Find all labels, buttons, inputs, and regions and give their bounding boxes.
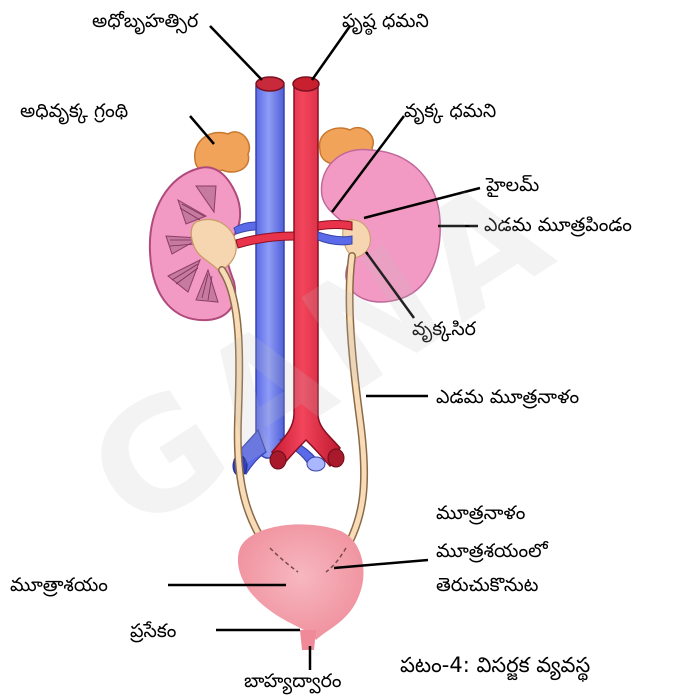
label-urethral-opening: బాహ్యద్వారం bbox=[244, 670, 341, 692]
label-left-kidney: ఎడమ మూత్రపిండం bbox=[484, 214, 632, 236]
label-renal-artery: వృక్క ధమని bbox=[404, 100, 496, 122]
label-ureter-opening-line1: మూత్రనాళం bbox=[436, 502, 525, 524]
inferior-vena-cava bbox=[256, 86, 284, 458]
label-inferior-vena-cava: అధోబృహత్సిర bbox=[92, 10, 198, 32]
label-urinary-bladder: మూత్రాశయం bbox=[10, 574, 108, 596]
label-renal-vein: వృక్కసిర bbox=[412, 318, 476, 340]
label-hilum: హైలమ్ bbox=[486, 174, 539, 196]
label-ureter-opening-line3: తెరుచుకొనుట bbox=[436, 574, 538, 596]
figure-caption: పటం-4: విసర్జక వ్యవస్థ bbox=[400, 654, 590, 676]
urethra bbox=[300, 630, 316, 650]
label-aorta: పృష్ఠ ధమని bbox=[342, 10, 429, 32]
label-urethra: ప్రసేకం bbox=[130, 620, 176, 642]
label-left-ureter: ఎడమ మూత్రనాళం bbox=[436, 386, 579, 408]
renal-artery-left bbox=[318, 221, 352, 231]
urinary-bladder bbox=[238, 524, 364, 640]
aorta-top-opening bbox=[293, 77, 319, 91]
label-adrenal-gland: అధివృక్క గ్రంథి bbox=[20, 100, 128, 122]
label-ureter-opening-line2: మూత్రశయంలో bbox=[436, 540, 548, 562]
